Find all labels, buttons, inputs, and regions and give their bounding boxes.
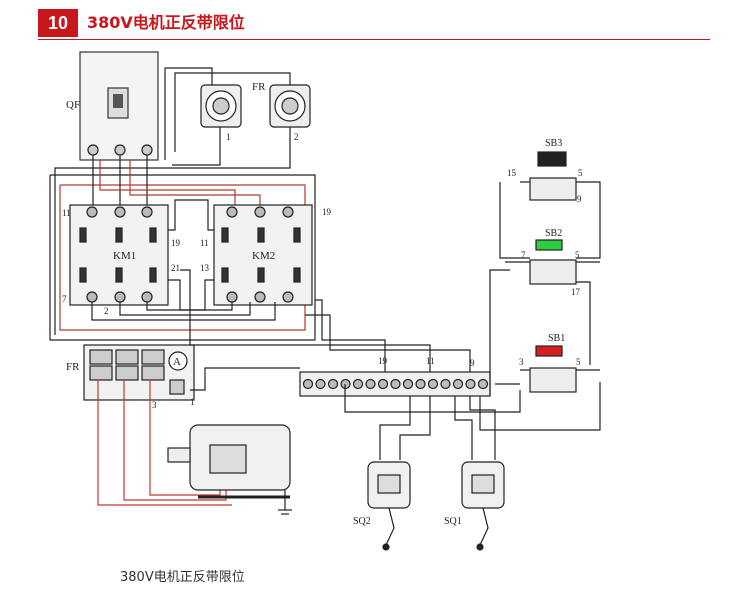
sb3-label: SB3	[545, 138, 562, 149]
terminal-screw	[390, 378, 401, 390]
km2-label: KM2	[252, 250, 275, 262]
terminal-screw	[427, 378, 439, 390]
km2-terminal-19: 19	[322, 207, 332, 217]
terminal-screw	[465, 378, 476, 390]
terminal-screw	[402, 378, 414, 390]
sb3-terminal-15: 15	[507, 168, 517, 178]
diagram-caption: 380V电机正反带限位	[120, 570, 245, 585]
fr-top-sensors	[54, 67, 311, 335]
qf-breaker	[79, 51, 159, 161]
km1-contactor	[69, 204, 169, 306]
title-rule	[38, 39, 710, 40]
sb2-start-button	[505, 239, 600, 365]
fr-terminal-3: 3	[152, 400, 157, 410]
fr-top-terminal-1: 1	[226, 132, 231, 142]
sb1-terminal-5: 5	[576, 357, 581, 367]
km1-terminal-11: 11	[62, 208, 71, 218]
sq2-limit-switch	[367, 461, 411, 551]
km1-terminal-7: 7	[62, 294, 67, 304]
sb3-terminal-5: 5	[578, 168, 583, 178]
sb2-label: SB2	[545, 228, 562, 239]
sb1-button	[520, 345, 600, 393]
terminal-screw	[477, 378, 489, 390]
terminal-screw	[315, 378, 326, 390]
sb1-terminal-3: 3	[519, 357, 524, 367]
page-title: 380V电机正反带限位	[87, 13, 245, 32]
terminal-screw	[352, 378, 364, 390]
terminal-screw	[327, 378, 339, 390]
fr-top-terminal-2: 2	[294, 132, 299, 142]
terminal-block-screws	[302, 378, 489, 390]
sb2-terminal-5: 5	[575, 250, 580, 260]
sb2-terminal-17: 17	[571, 287, 581, 297]
tb-terminal-9: 9	[470, 358, 475, 368]
sq1-label: SQ1	[444, 516, 462, 527]
section-number: 10	[38, 9, 78, 37]
km2-terminal-13: 13	[200, 263, 210, 273]
qf-label: QF	[66, 99, 80, 111]
sb3-stop-button	[499, 151, 601, 259]
terminal-screw	[377, 378, 389, 390]
km1-terminal-19: 19	[171, 238, 181, 248]
motor	[167, 424, 292, 515]
fr-terminal-1: 1	[190, 397, 195, 407]
header: 10 380V电机正反带限位	[38, 9, 710, 41]
terminal-screw	[415, 378, 426, 390]
sb3-terminal-9: 9	[577, 194, 582, 204]
sb2-terminal-7: 7	[521, 250, 526, 260]
sq2-label: SQ2	[353, 516, 371, 527]
sb1-label: SB1	[548, 333, 565, 344]
km1-terminal-2: 2	[104, 306, 109, 316]
sq1-limit-switch	[461, 461, 505, 551]
fr-bottom-label: FR	[66, 361, 80, 373]
terminal-screw	[302, 378, 314, 390]
fr-thermal-relay	[83, 344, 195, 401]
terminal-screw	[452, 378, 464, 390]
fr-top-label: FR	[252, 81, 266, 93]
terminal-screw	[440, 378, 451, 390]
km2-terminal-11: 11	[200, 238, 209, 248]
km2-contactor	[213, 204, 313, 306]
km1-label: KM1	[113, 250, 136, 262]
km1-terminal-21: 21	[171, 263, 180, 273]
terminal-screw	[365, 378, 376, 390]
tb-terminal-19: 19	[378, 356, 388, 366]
ammeter-label: A	[173, 356, 181, 368]
